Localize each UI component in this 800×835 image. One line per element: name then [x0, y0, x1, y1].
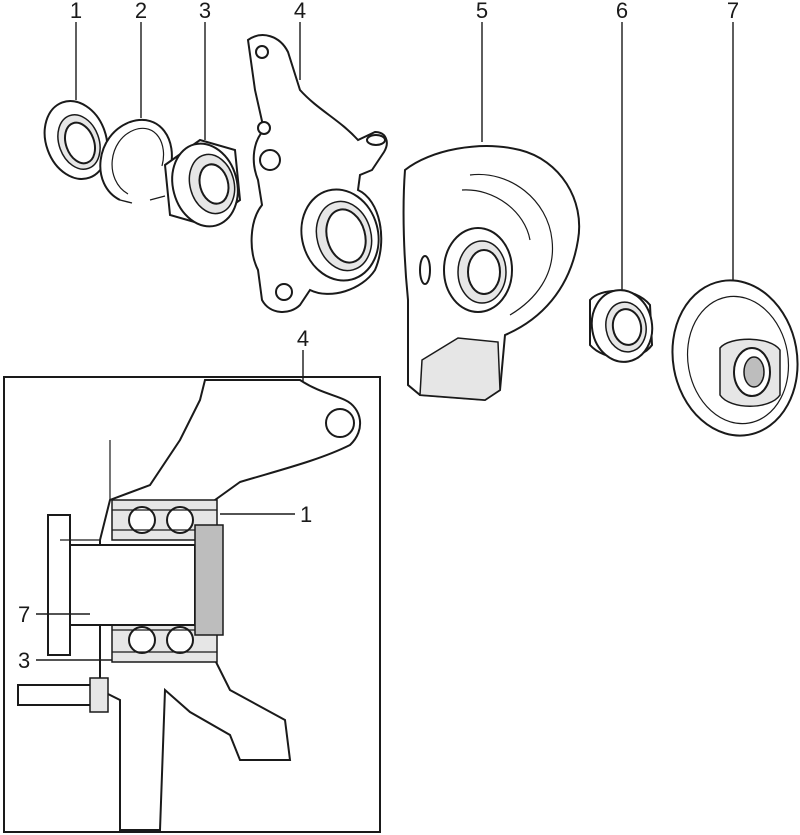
callout-3: 3 — [199, 0, 211, 23]
callout-6: 6 — [616, 0, 628, 23]
section-leader-lines — [36, 350, 304, 661]
section-upper-bearing — [111, 499, 218, 541]
callout-7: 7 — [727, 0, 739, 23]
section-callout-4: 4 — [297, 326, 309, 351]
section-lower-bearing — [111, 619, 218, 663]
callout-2: 2 — [135, 0, 147, 23]
part-6-seal — [589, 289, 654, 363]
exploded-view: 1 2 3 4 5 6 7 — [43, 0, 799, 437]
part-4-steering-knuckle — [246, 34, 388, 313]
part-7-hub — [671, 279, 799, 437]
exploded-leader-lines — [75, 22, 734, 300]
callout-4: 4 — [294, 0, 306, 23]
part-1-seal — [43, 100, 109, 180]
callout-1: 1 — [70, 0, 82, 23]
section-callout-7: 7 — [18, 602, 30, 627]
section-callout-1: 1 — [300, 502, 312, 527]
callout-5: 5 — [476, 0, 488, 23]
part-2-snap-ring — [99, 119, 173, 204]
part-5-dust-shield — [402, 145, 581, 402]
section-callout-3: 3 — [18, 648, 30, 673]
part-3-bearing — [149, 138, 242, 228]
section-view: 4 1 7 3 — [3, 326, 381, 833]
section-hub — [17, 440, 224, 713]
